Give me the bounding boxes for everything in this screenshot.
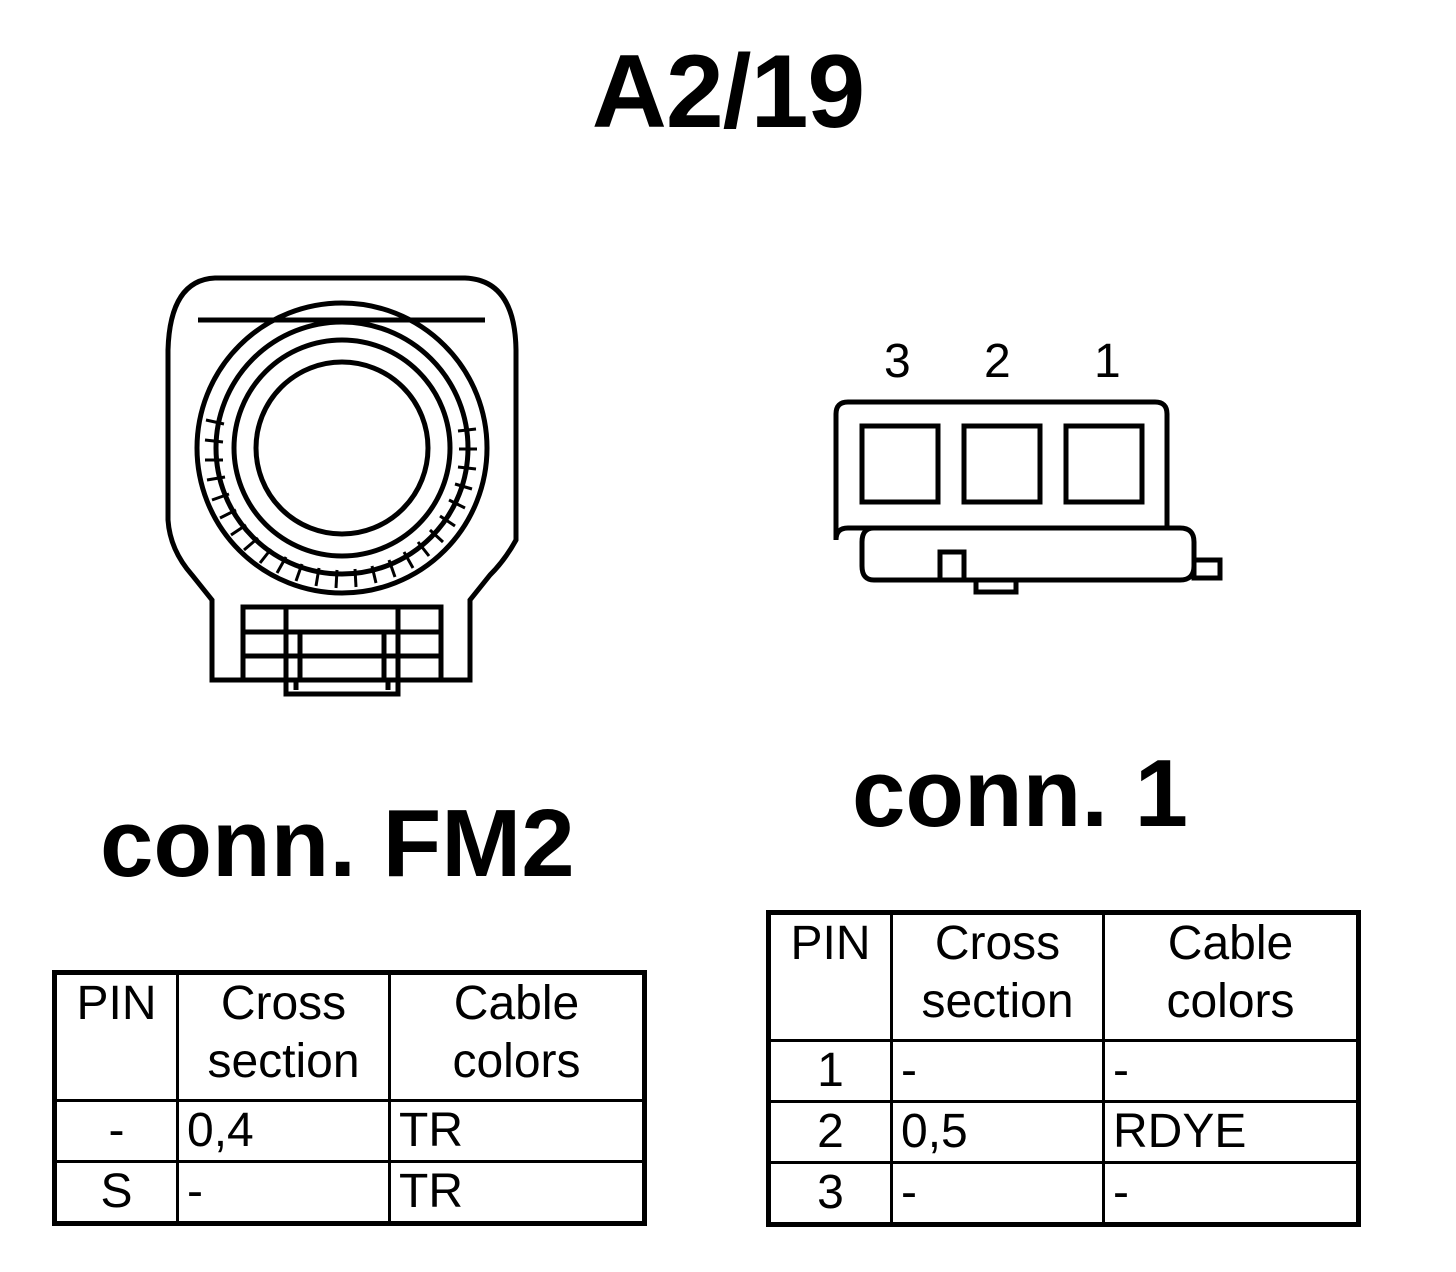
cell-cable-colors: - [1102, 1161, 1360, 1226]
connector-fm2-pin-table: PIN Cross section Cable colors - 0,4 TR … [52, 970, 647, 1226]
cell-pin: 2 [767, 1100, 893, 1164]
cell-cable-colors: TR [388, 1160, 646, 1225]
header-cable-colors: Cable colors [1102, 911, 1360, 1042]
header-cross-section: Cross section [890, 911, 1105, 1042]
connector-1-pin-table: PIN Cross section Cable colors 1 - - 2 0… [766, 910, 1361, 1227]
connector-fm2-label: conn. FM2 [100, 790, 575, 897]
table-row: 1 - - [767, 1039, 1360, 1103]
table-header-row: PIN Cross section Cable colors [767, 911, 1360, 1042]
cell-cross-section: - [176, 1160, 391, 1225]
table-header-row: PIN Cross section Cable colors [53, 971, 646, 1102]
pin-number-3: 3 [884, 335, 911, 388]
connector-fm2-drawing [165, 275, 519, 697]
cell-pin: 1 [767, 1039, 893, 1103]
table-row: S - TR [53, 1160, 646, 1225]
cell-cable-colors: TR [388, 1099, 646, 1163]
cell-cross-section: - [890, 1039, 1105, 1103]
header-pin: PIN [767, 911, 893, 1042]
header-pin: PIN [53, 971, 179, 1102]
cell-pin: S [53, 1160, 179, 1225]
table-row: 3 - - [767, 1161, 1360, 1226]
connector-1-label: conn. 1 [852, 740, 1189, 847]
pin-number-1: 1 [1094, 335, 1121, 388]
diagram-title: A2/19 [591, 34, 866, 150]
cell-cable-colors: - [1102, 1039, 1360, 1103]
cell-cross-section: 0,4 [176, 1099, 391, 1163]
cell-pin: 3 [767, 1161, 893, 1226]
header-cross-section: Cross section [176, 971, 391, 1102]
cell-cross-section: - [890, 1161, 1105, 1226]
connector-1-drawing [833, 399, 1223, 595]
table-row: - 0,4 TR [53, 1099, 646, 1163]
table-row: 2 0,5 RDYE [767, 1100, 1360, 1164]
cell-cable-colors: RDYE [1102, 1100, 1360, 1164]
pin-number-2: 2 [984, 335, 1011, 388]
cell-pin: - [53, 1099, 179, 1163]
header-cable-colors: Cable colors [388, 971, 646, 1102]
cell-cross-section: 0,5 [890, 1100, 1105, 1164]
